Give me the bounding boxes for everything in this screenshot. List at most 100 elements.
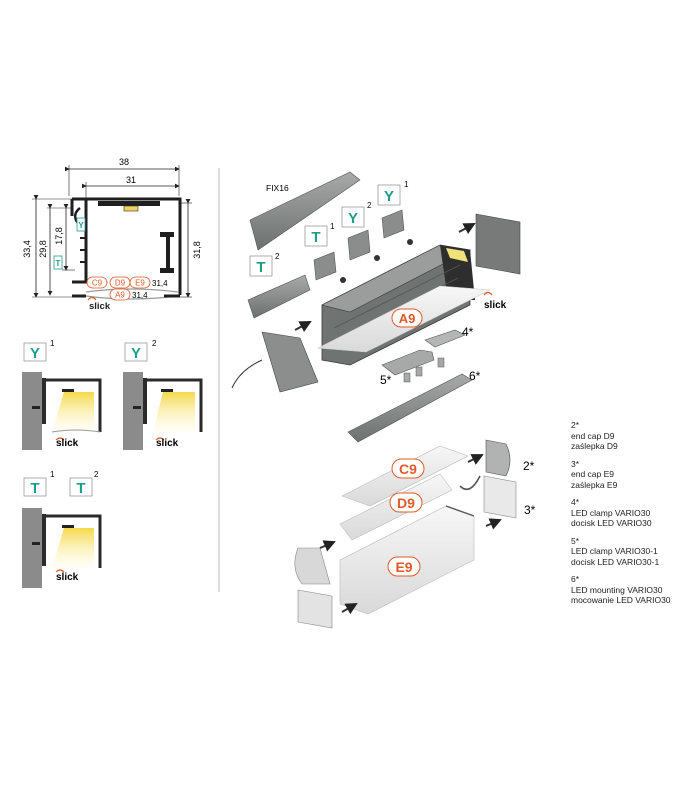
- d9-badge-text: D9: [397, 495, 415, 511]
- note-6-en: LED mounting VARIO30: [571, 584, 663, 595]
- note-4-pl: docisk LED VARIO30: [571, 518, 652, 528]
- note-5-num: 5*: [571, 535, 580, 546]
- mount-y1-sup: 1: [50, 339, 55, 348]
- note-2-pl: zaślepka D9: [571, 441, 618, 451]
- c9-profile-curve: [459, 475, 481, 491]
- c9-badge: [391, 458, 425, 479]
- arrow-end-cap-right: [458, 223, 476, 234]
- note-5-pl: docisk LED VARIO30-1: [571, 556, 660, 567]
- exploded-t2-badge: [249, 255, 273, 277]
- fix16-label: FIX16: [266, 183, 289, 193]
- slick-logo-y2: slick: [156, 438, 179, 449]
- mounting-profile-bar: [347, 373, 473, 443]
- note-6-num: 6*: [571, 574, 580, 584]
- slick-logo-mark: [87, 296, 97, 301]
- section-t-badge-text: T: [56, 259, 61, 268]
- mounting-brackets: [247, 209, 413, 319]
- note-5-en: LED clamp VARIO30-1: [571, 546, 658, 556]
- mount-y1-badge: [23, 342, 47, 362]
- mount-y2-letter: Y: [131, 345, 141, 362]
- label-5: 5*: [380, 373, 392, 387]
- notes-list: 2* end cap D9 zaślepka D9 3* end cap E9 …: [571, 420, 696, 613]
- note-4-num: 4*: [571, 497, 580, 507]
- a9-badge: [391, 308, 423, 328]
- section-y-badge-text: Y: [78, 221, 84, 230]
- note-2-num: 2*: [571, 420, 580, 430]
- slick-logo-t: slick: [56, 572, 79, 583]
- note-6: 6* LED mounting VARIO30 mocowanie LED VA…: [571, 574, 696, 606]
- mount-t-illustration: [22, 508, 102, 588]
- mount-y1-letter: Y: [30, 345, 40, 362]
- note-3-pl: zaślepka E9: [571, 479, 618, 490]
- mount-y2-illustration: [123, 372, 203, 450]
- exploded-t1-badge: [304, 225, 328, 247]
- d9-badge: [389, 492, 423, 513]
- exploded-t2-sup: 2: [275, 252, 280, 261]
- exploded-y2-badge: [341, 206, 365, 228]
- label-4: 4*: [462, 325, 474, 339]
- dim-cover-width-top: 31,4: [152, 279, 168, 288]
- note-5: 5* LED clamp VARIO30-1 docisk LED VARIO3…: [571, 536, 696, 568]
- note-2-en: end cap D9: [571, 430, 615, 441]
- led-clamps: [381, 329, 466, 383]
- note-6-pl: mocowanie LED VARIO30: [571, 595, 671, 605]
- exploded-y1-letter: Y: [384, 188, 394, 205]
- exploded-t1-letter: T: [311, 229, 320, 246]
- fix16-bar: [249, 171, 361, 251]
- note-2: 2* end cap D9 zaślepka D9: [571, 420, 696, 452]
- c9-badge-text: C9: [399, 461, 417, 477]
- mount-t2-badge: [69, 477, 93, 497]
- dim-height-y: 17,8: [54, 227, 64, 245]
- mount-y2-sup: 2: [152, 339, 157, 348]
- section-d9-text: D9: [115, 279, 126, 288]
- section-y-badge: [76, 217, 86, 232]
- arrow-end-cap-left: [294, 321, 312, 332]
- note-3-num: 3*: [571, 458, 580, 469]
- mount-t1-sup: 1: [50, 470, 55, 479]
- cross-section-drawing: [32, 165, 192, 300]
- exploded-y1-sup: 1: [404, 180, 409, 189]
- slick-logo-exploded: slick: [484, 300, 507, 311]
- note-3-en: end cap E9: [571, 469, 615, 479]
- slick-logo-y1: slick: [56, 438, 79, 449]
- mount-t2-sup: 2: [94, 470, 99, 479]
- label-3: 3*: [524, 503, 536, 517]
- section-a9-badge: [109, 288, 131, 301]
- end-cap-d9: [485, 439, 511, 477]
- dim-height-outer: 33,4: [22, 240, 32, 258]
- section-c9-text: C9: [92, 279, 103, 288]
- end-cap-e9: [483, 475, 517, 519]
- mount-t1-letter: T: [30, 480, 39, 497]
- dim-height-inner: 29,8: [38, 240, 48, 258]
- end-cap-d9-left: [294, 547, 331, 585]
- label-6: 6*: [469, 369, 481, 383]
- exploded-y2-sup: 2: [367, 201, 372, 210]
- end-cap-left: [261, 331, 319, 393]
- cable: [231, 359, 263, 389]
- exploded-y1-badge: [377, 184, 401, 206]
- section-e9-text: E9: [135, 279, 145, 288]
- exploded-y2-letter: Y: [348, 210, 358, 227]
- exploded-t2-letter: T: [256, 259, 265, 276]
- end-cap-e9-left: [297, 589, 333, 629]
- e9-badge: [387, 556, 421, 577]
- slick-logo-section: slick: [89, 301, 111, 312]
- section-t-badge: [53, 255, 63, 270]
- mount-t1-badge: [23, 477, 47, 497]
- e9-badge-text: E9: [395, 559, 412, 575]
- note-4-en: LED clamp VARIO30: [571, 507, 651, 518]
- note-3: 3* end cap E9 zaślepka E9: [571, 459, 696, 491]
- note-4: 4* LED clamp VARIO30 docisk LED VARIO30: [571, 497, 696, 529]
- a9-badge-text: A9: [399, 311, 416, 326]
- section-e9-badge: [129, 276, 151, 289]
- mount-y1-illustration: [22, 372, 102, 450]
- section-c9-badge: [86, 276, 108, 289]
- end-cap-right: [475, 213, 521, 275]
- section-a9-text: A9: [115, 291, 125, 300]
- mount-t2-letter: T: [76, 480, 85, 497]
- exploded-t1-sup: 1: [330, 222, 335, 231]
- dim-height-right: 31,8: [192, 241, 202, 259]
- label-2: 2*: [523, 459, 535, 473]
- mount-y2-badge: [124, 342, 148, 362]
